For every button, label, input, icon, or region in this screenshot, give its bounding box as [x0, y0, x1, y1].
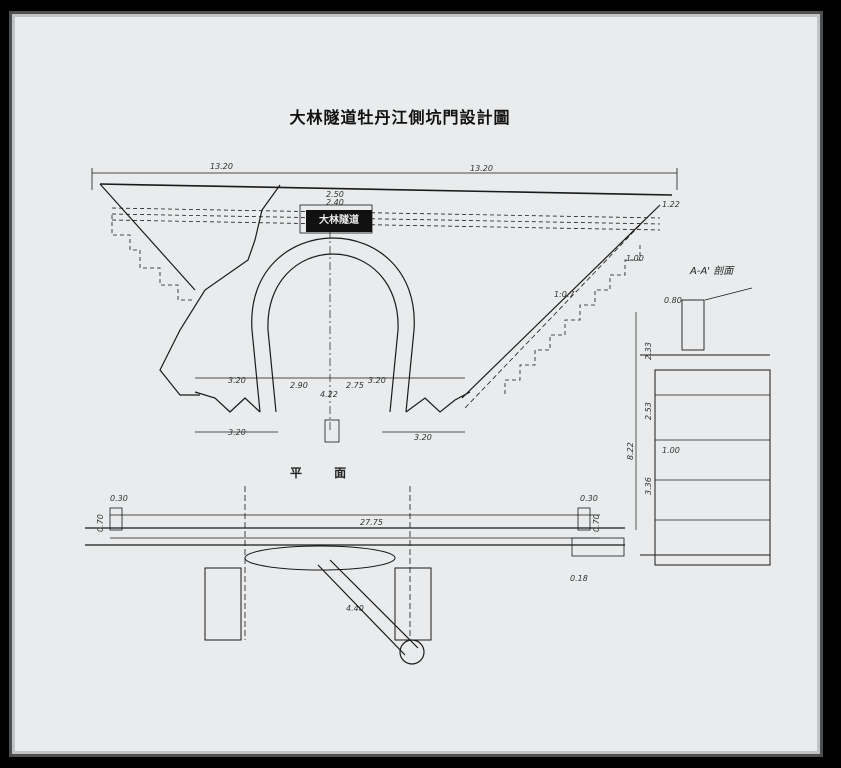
dim-plaque-inner: 2.40 — [326, 198, 344, 207]
dim-section-h2: 2.53 — [644, 402, 653, 420]
elevation-view — [91, 168, 678, 443]
dim-section-h1: 2.33 — [644, 342, 653, 360]
dim-base-right: 3.20 — [368, 376, 386, 385]
dim-section-inner: 1.00 — [662, 446, 680, 455]
dim-plan-diagonal: 4.40 — [346, 604, 364, 613]
section-label: A-A' 剖面 — [690, 266, 734, 277]
dim-section-h3: 3.36 — [644, 477, 653, 495]
dim-plan-left-side: 0.70 — [96, 514, 105, 532]
dim-top-left: 13.20 — [210, 162, 233, 171]
dim-slope: 1:0.7 — [554, 290, 575, 299]
plan-view — [85, 486, 625, 665]
section-view — [635, 287, 771, 566]
dim-bottom-right: 3.20 — [414, 433, 432, 442]
dim-section-top: 0.80 — [664, 296, 682, 305]
dim-step-width: 1.00 — [626, 254, 644, 263]
dim-plaque-outer: 2.50 — [326, 190, 344, 199]
dim-plan-bottom-right: 0.18 — [570, 574, 588, 583]
dim-plan-left-top: 0.30 — [110, 494, 128, 503]
dim-right-top-height: 1.22 — [662, 200, 680, 209]
paper-edge-shadow — [9, 11, 823, 757]
drawing-title: 大林隧道牡丹江側坑門設計圖 — [289, 108, 511, 127]
tunnel-name-plaque: 大林隧道 — [306, 210, 372, 232]
dim-arch-span: 4.22 — [320, 390, 338, 399]
dim-top-right: 13.20 — [470, 164, 493, 173]
dim-base-center: 2.90 — [290, 381, 308, 390]
dim-base-center-right: 2.75 — [346, 381, 364, 390]
plan-view-label: 平 面 — [290, 466, 361, 480]
dim-section-total: 8.22 — [626, 442, 635, 460]
dim-plan-length: 27.75 — [360, 518, 383, 527]
dim-plan-right-side: 0.70 — [592, 514, 601, 532]
paper — [12, 14, 820, 754]
dim-base-left: 3.20 — [228, 376, 246, 385]
dim-plan-right-top: 0.30 — [580, 494, 598, 503]
dim-bottom-left: 3.20 — [228, 428, 246, 437]
